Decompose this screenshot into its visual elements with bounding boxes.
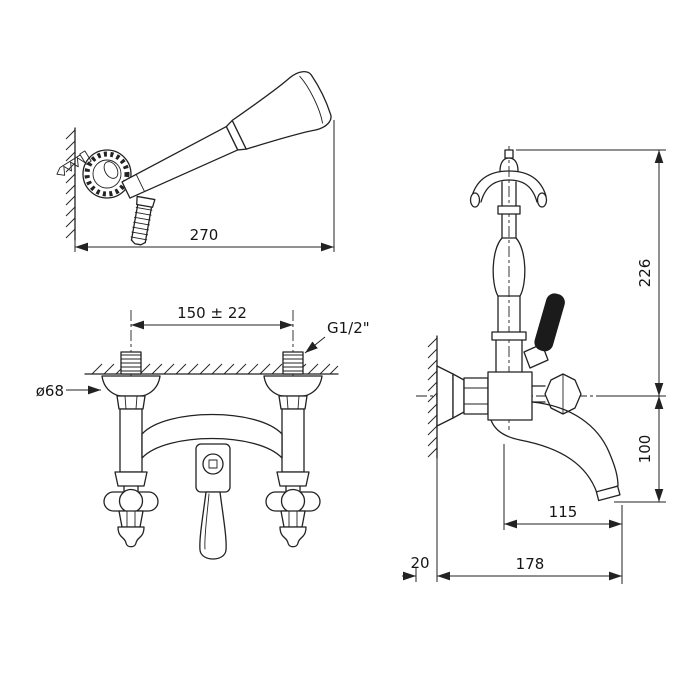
dim-centers-label: 150 ± 22 [177, 304, 247, 322]
dimension-226: 226 [516, 149, 666, 397]
dimension-150: 150 ± 22 [131, 304, 293, 330]
side-view: 226 100 115 20 178 [402, 146, 666, 584]
dimension-20-178: 20 178 [402, 458, 622, 582]
right-supply-leg [263, 351, 323, 473]
flange-diameter-label: ø68 [36, 382, 64, 400]
bridge-body [141, 413, 283, 459]
flange-diameter-callout: ø68 [36, 382, 101, 400]
dimension-100: 100 [614, 396, 666, 503]
shower-handset [121, 71, 332, 199]
dimension-115: 115 [503, 444, 623, 584]
front-view: 150 ± 22 G1/2" ø68 [36, 304, 370, 560]
dim-115-label: 115 [549, 503, 578, 521]
thread-callout: G1/2" [304, 319, 370, 354]
diverter-knob-side [531, 373, 582, 415]
lever-handle-side [523, 293, 565, 369]
hose-connector [130, 195, 156, 246]
hand-shower-view: 270 [56, 71, 335, 252]
wall-escutcheon [436, 365, 489, 427]
wall-bracket [82, 149, 132, 199]
diverter-block [195, 443, 231, 493]
dimension-270: 270 [74, 120, 335, 252]
wall-section-side [427, 335, 438, 459]
dim-226-label: 226 [636, 259, 654, 288]
dim-100-label: 100 [636, 435, 654, 464]
dim-20-label: 20 [410, 554, 429, 572]
spout [490, 401, 621, 502]
riser-column [491, 205, 527, 373]
dim-270-label: 270 [190, 226, 219, 244]
mixer-body-side [487, 371, 533, 421]
diverter-top-ornament [469, 149, 548, 208]
wall-section [65, 127, 76, 241]
lever-handle-front [199, 491, 227, 560]
cross-handle-left [103, 471, 159, 548]
cross-handle-right [265, 471, 321, 548]
dim-178-label: 178 [516, 555, 545, 573]
thread-label: G1/2" [327, 319, 370, 337]
left-supply-leg [101, 351, 161, 473]
